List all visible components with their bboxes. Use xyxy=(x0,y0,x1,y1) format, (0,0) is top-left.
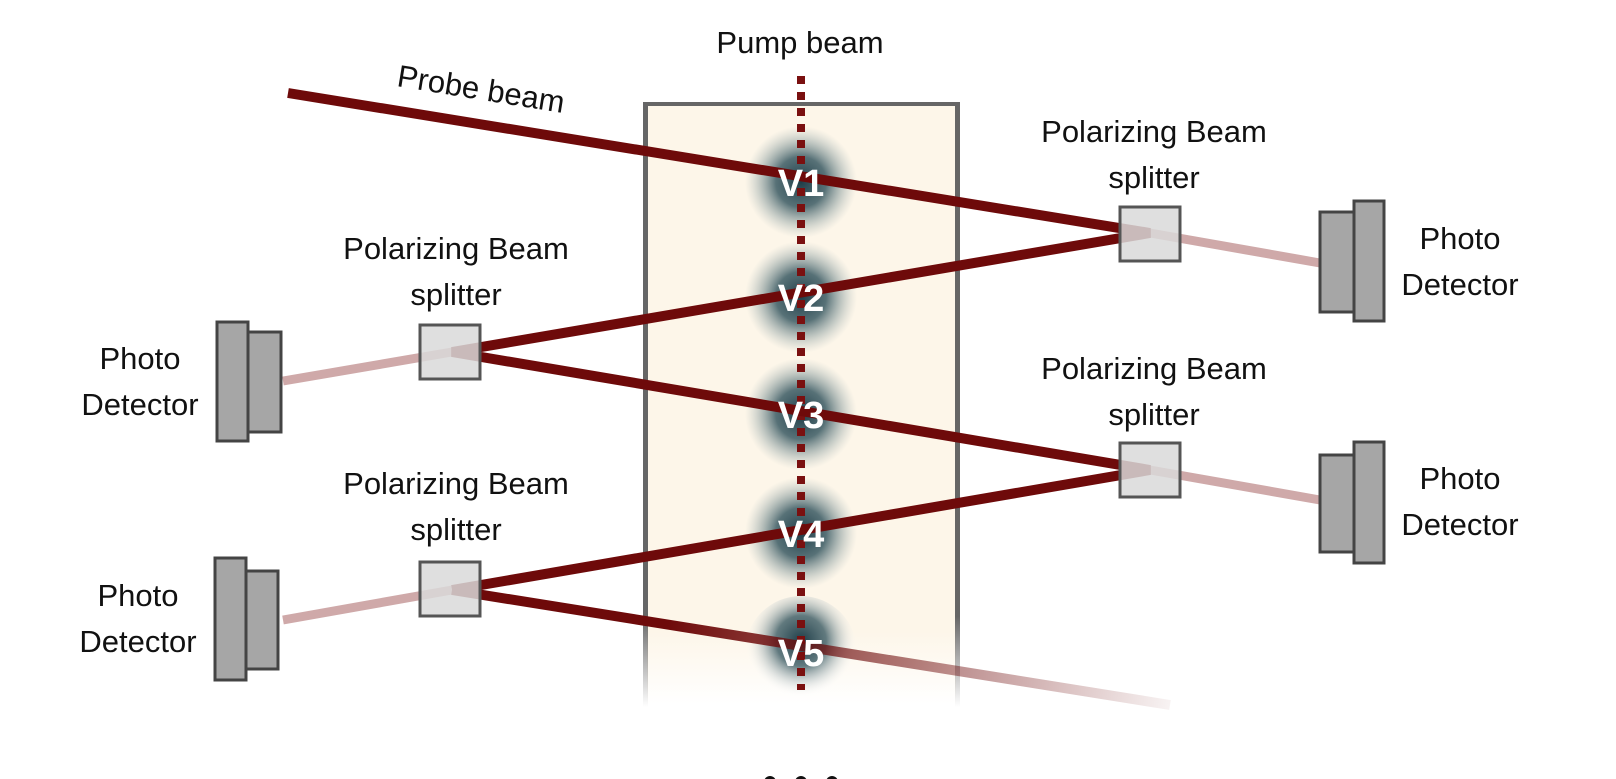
pd-label-left-2-line1: Photo xyxy=(97,578,178,613)
pbs-label-2-line1: Polarizing Beam xyxy=(343,231,569,266)
pbs-label-1-line2: splitter xyxy=(1108,160,1199,195)
pbs-label-4-line2: splitter xyxy=(410,512,501,547)
pd-label-right-2-line2: Detector xyxy=(1401,507,1518,542)
voxel-v1-glow xyxy=(745,126,857,238)
beam-splitter-4 xyxy=(418,560,482,618)
pd-label-left-1-line1: Photo xyxy=(99,341,180,376)
beam-splitter-2 xyxy=(418,323,482,381)
pd-label-right-1-line2: Detector xyxy=(1401,267,1518,302)
photodetectors xyxy=(213,199,1386,682)
voxel-label-v1: V1 xyxy=(778,163,824,205)
voxel-label-v5: V5 xyxy=(778,633,824,675)
photodetector-right-1 xyxy=(1318,199,1386,323)
pbs-label-3-line1: Polarizing Beam xyxy=(1041,351,1267,386)
voxel-label-v4: V4 xyxy=(778,514,824,556)
pd-label-left-2-line2: Detector xyxy=(79,624,196,659)
vapor-cell-right-wall xyxy=(955,102,960,707)
beam-splitter-1 xyxy=(1118,205,1182,263)
pbs-label-4-line1: Polarizing Beam xyxy=(343,466,569,501)
pump-beam-label: Pump beam xyxy=(716,25,883,60)
pd-label-right-1-line1: Photo xyxy=(1419,221,1500,256)
pbs-label-1-line1: Polarizing Beam xyxy=(1041,114,1267,149)
pbs-label-3-line2: splitter xyxy=(1108,397,1199,432)
probe-beam-exit xyxy=(451,585,1171,710)
photodetector-left-2 xyxy=(213,556,280,682)
vapor-cell-left-wall xyxy=(643,102,648,707)
voxel-label-v3: V3 xyxy=(778,395,824,437)
pbs-label-2-line2: splitter xyxy=(410,277,501,312)
beam-splitter-3 xyxy=(1118,441,1182,499)
pd-label-left-1-line2: Detector xyxy=(81,387,198,422)
continuation-ellipsis xyxy=(764,776,838,779)
photodetector-left-1 xyxy=(215,320,283,443)
beam-splitters xyxy=(418,205,1182,618)
voxel-label-v2: V2 xyxy=(778,278,824,320)
photodetector-right-2 xyxy=(1318,440,1386,565)
pd-label-right-2-line1: Photo xyxy=(1419,461,1500,496)
